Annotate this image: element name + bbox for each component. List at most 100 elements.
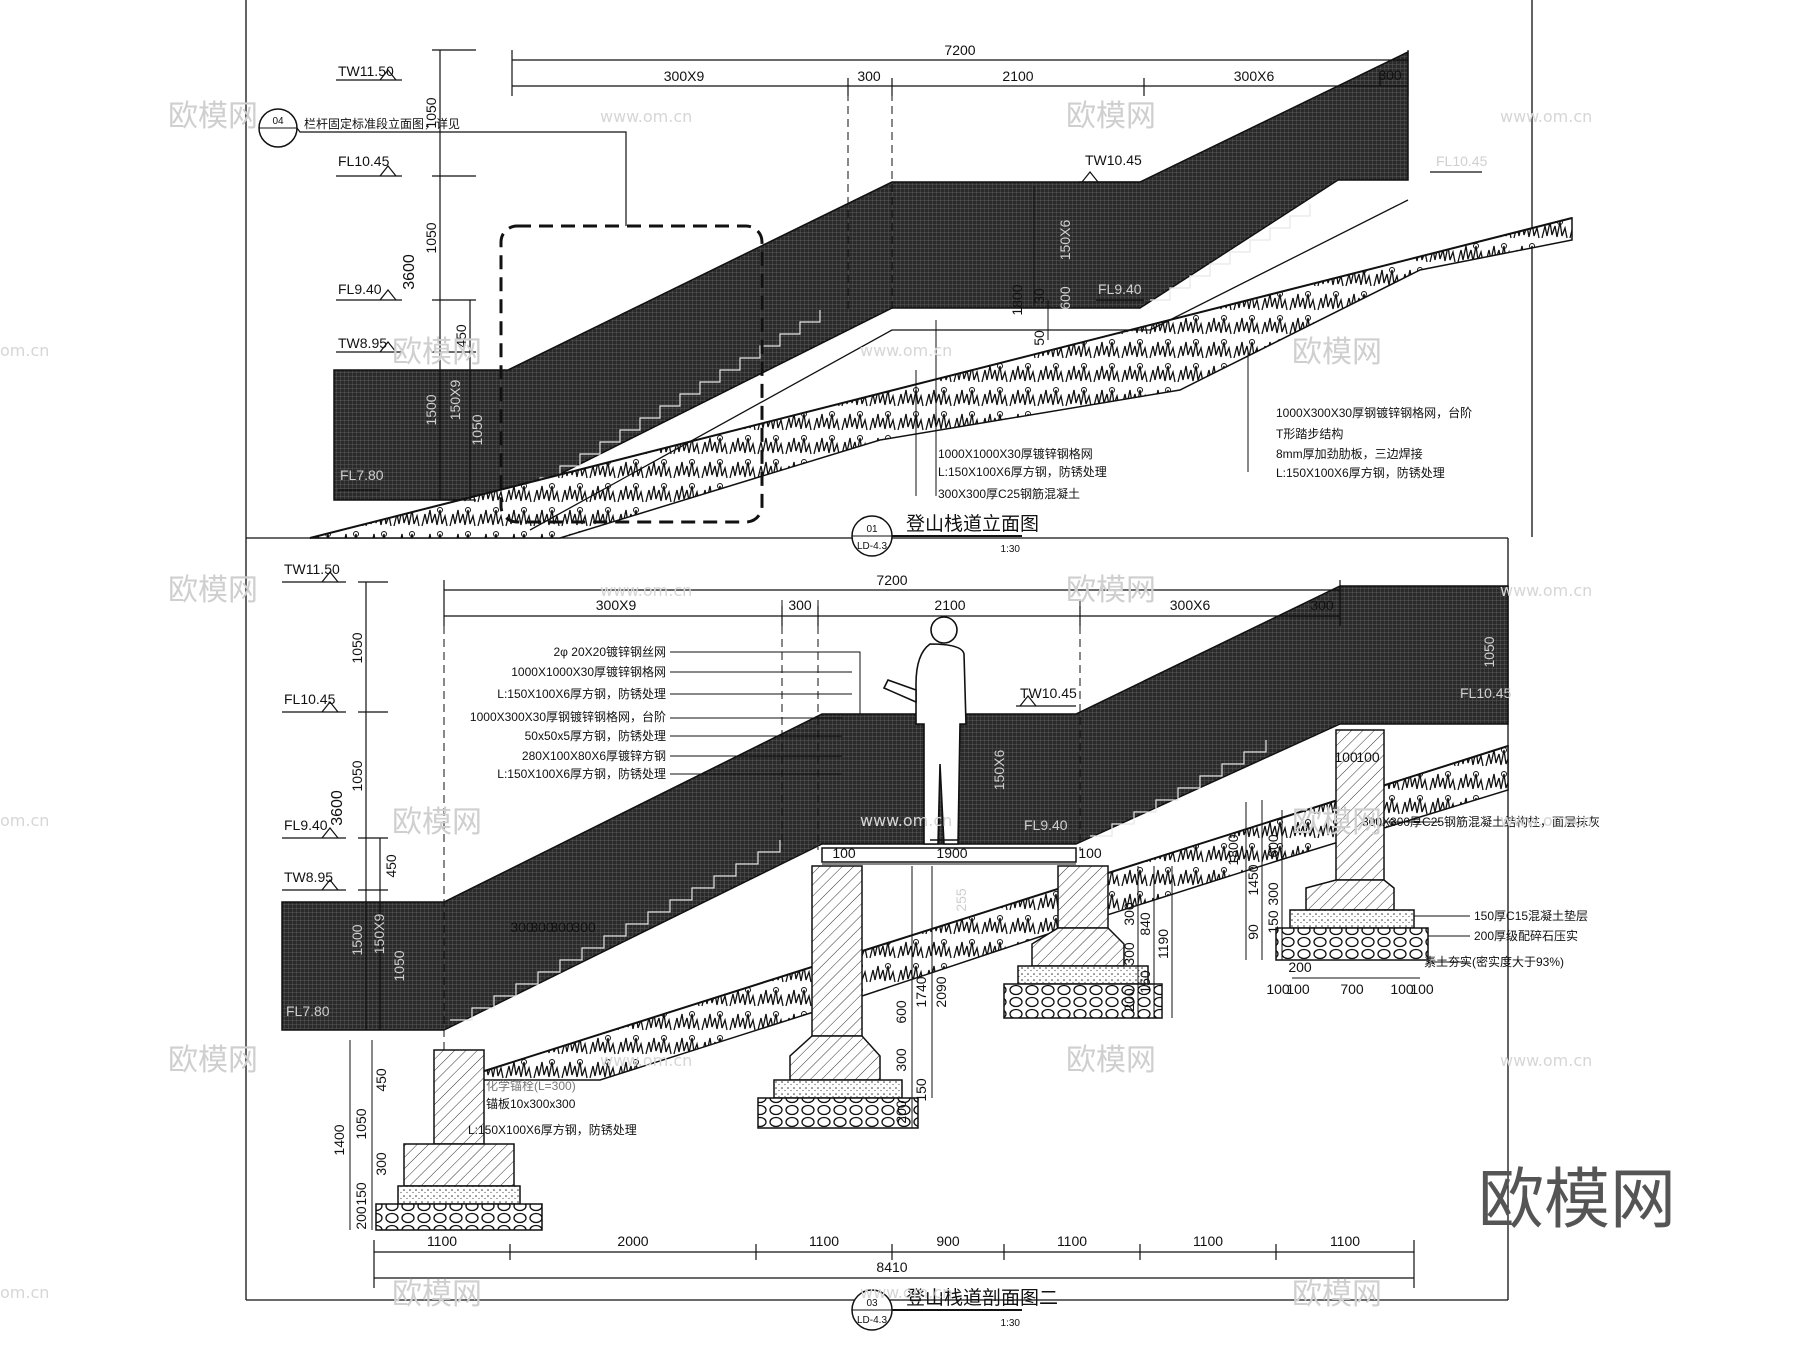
section-left-pier-note-1: 化学锚栓(L=300) [486,1078,576,1093]
section-stair-dim-2: 300 [530,919,554,935]
section-deck-dim-mid: 1900 [936,845,967,861]
section-seg-dim-4: 300X6 [1170,597,1211,613]
elevation-callout-04 [258,108,627,226]
section-rpier-bottom-5: 100 [1410,981,1434,997]
section-rpier-small-200: 200 [1288,959,1312,975]
section-level-marks [282,571,1076,891]
section-ground-line [455,745,1509,1081]
elevation-structure-line [529,199,1409,531]
section-pier-note-leaders [1384,821,1470,963]
section-rpier-300: 300 [1265,882,1281,906]
section-rpier-1450: 1450 [1245,864,1261,895]
elevation-seg-dim-4: 300X6 [1234,68,1275,84]
elevation-rail-30: 30 [1031,288,1047,304]
watermark-url-3: om.cn [0,341,49,360]
watermark-url-12: om.cn [0,1283,49,1302]
section-seg-dim-2: 300 [788,597,812,613]
elevation-rail-1800: 1800 [1009,284,1025,315]
section-leftp-200: 200 [353,1206,369,1230]
section-level-fl1045b: FL10.45 [1460,685,1512,701]
elevation-note-right-3: 8mm厚加劲肋板，三边焊接 [1276,446,1423,461]
section-pier-top-dim-2: 100 [1356,749,1380,765]
section-mid-150: 150 [913,1078,929,1102]
section-stair-dim-3: 300 [550,919,574,935]
section-pier-left [375,1049,543,1231]
watermark-logo-10: 欧模网 [1066,1043,1156,1078]
watermark-logo-9: 欧模网 [168,1043,258,1078]
elevation-note-left-3: 300X300厚C25钢筋混凝土 [938,486,1080,501]
section-bottom-dim-3: 1100 [809,1233,839,1249]
elevation-seg-dim-1: 300X9 [664,68,705,84]
elevation-level-fl1045b: FL10.45 [1436,153,1488,169]
section-title: 登山栈道剖面图二 [906,1287,1058,1309]
section-right-end-dim: 300 [1310,597,1334,613]
elevation-vdim-1050-top: 1050 [423,97,439,128]
watermark-logo-8: 欧模网 [1292,805,1382,840]
section-rail-right-dim: 1050 [1481,636,1497,667]
elevation-vdim-1050-low: 1050 [469,414,485,445]
elevation-title: 登山栈道立面图 [906,513,1039,535]
section-rpier-bottom-1: 100 [1266,981,1290,997]
watermark-logo-4: 欧模网 [1292,335,1382,370]
section-deck-dim-left: 100 [832,845,856,861]
section-mid-255: 255 [953,888,969,912]
person-figure [882,616,967,845]
section-level-fl780: FL7.80 [286,1003,330,1019]
section-mid-600: 600 [893,1000,909,1024]
elevation-note-left-2: L:150X100X6厚方钢，防锈处理 [938,464,1107,479]
section-vdim-1050-top: 1050 [349,632,365,663]
watermark-url-9: www.om.cn [1500,811,1592,830]
watermark-url-1: www.om.cn [600,107,692,126]
elevation-seg-dim-2: 300 [857,68,881,84]
section-vdim-1050-mid: 1050 [349,760,365,791]
watermark-url-8: www.om.cn [860,811,952,830]
section-note-left-4: 1000X300X30厚钢镀锌钢格网，台阶 [470,709,666,724]
section-left-leaders [670,651,861,775]
section-rpier-1800: 1800 [1225,834,1241,865]
section-leftp-150: 150 [353,1182,369,1206]
watermark-url-5: www.om.cn [600,581,692,600]
section-mid-200: 200 [893,1100,909,1124]
section-right-pier-dim-lines [1245,800,1420,979]
section-left-pier-dim-lines [349,1040,373,1230]
elevation-tag-num: 01 [866,524,878,535]
section-bottom-dim-2: 2000 [617,1233,648,1249]
watermark-url-11: www.om.cn [1500,1051,1592,1070]
watermark-logo-7: 欧模网 [392,805,482,840]
elevation-vdim-450: 450 [453,324,469,348]
elevation-vertical-dimension-lines [432,49,476,501]
section-note-left-2: 1000X1000X30厚镀锌钢格网 [511,664,666,679]
watermark-url-13: www.om.cn [860,1283,952,1302]
section-vdim-1500: 1500 [349,924,365,955]
watermark-url-6: www.om.cn [1500,581,1592,600]
watermark-url-7: om.cn [0,811,49,830]
section-pier-note-1: 300X300厚C25钢筋混凝土结构柱，面层抹灰 [1362,814,1600,829]
section-rpier-bottom-3: 700 [1340,981,1364,997]
section-stair-steps [450,740,1267,1021]
section-pier-right [1275,729,1429,961]
section-midr-840: 840 [1137,912,1153,936]
watermark-logo-3: 欧模网 [392,335,482,370]
section-level-fl940b: FL9.40 [1024,817,1068,833]
section-seg-dim-3: 2100 [934,597,965,613]
section-mid-1740: 1740 [913,976,929,1007]
section-bottom-dim-7: 1100 [1330,1233,1360,1249]
brand-watermark: 欧模网 [1478,1161,1676,1238]
elevation-note-right-1: 1000X300X30厚钢镀锌钢格网，台阶 [1276,405,1472,420]
section-vdim-3600: 3600 [329,790,346,826]
section-left-vertical-lines [358,581,388,1030]
elevation-tag-sheet: LD-4.3 [857,541,887,552]
section-midr-300b: 300 [1121,942,1137,966]
section-bottom-dim-1: 1100 [427,1233,457,1249]
section-leftp-1050: 1050 [353,1108,369,1139]
section-rpier-bottom-2: 100 [1286,981,1310,997]
watermark-url-4: www.om.cn [860,341,952,360]
section-view: 7200 300X9 300 2100 300X6 300 TW11.50 FL… [281,561,1600,1331]
watermark-logo-12: 欧模网 [1292,1277,1382,1312]
elevation-note-left-1: 1000X1000X30厚镀锌钢格网 [938,446,1093,461]
watermark-logo-5: 欧模网 [168,573,258,608]
section-stair-dim-1: 300 [510,919,534,935]
section-midr-1190: 1190 [1155,929,1171,959]
elevation-rail-detail-lines [1033,186,1049,340]
